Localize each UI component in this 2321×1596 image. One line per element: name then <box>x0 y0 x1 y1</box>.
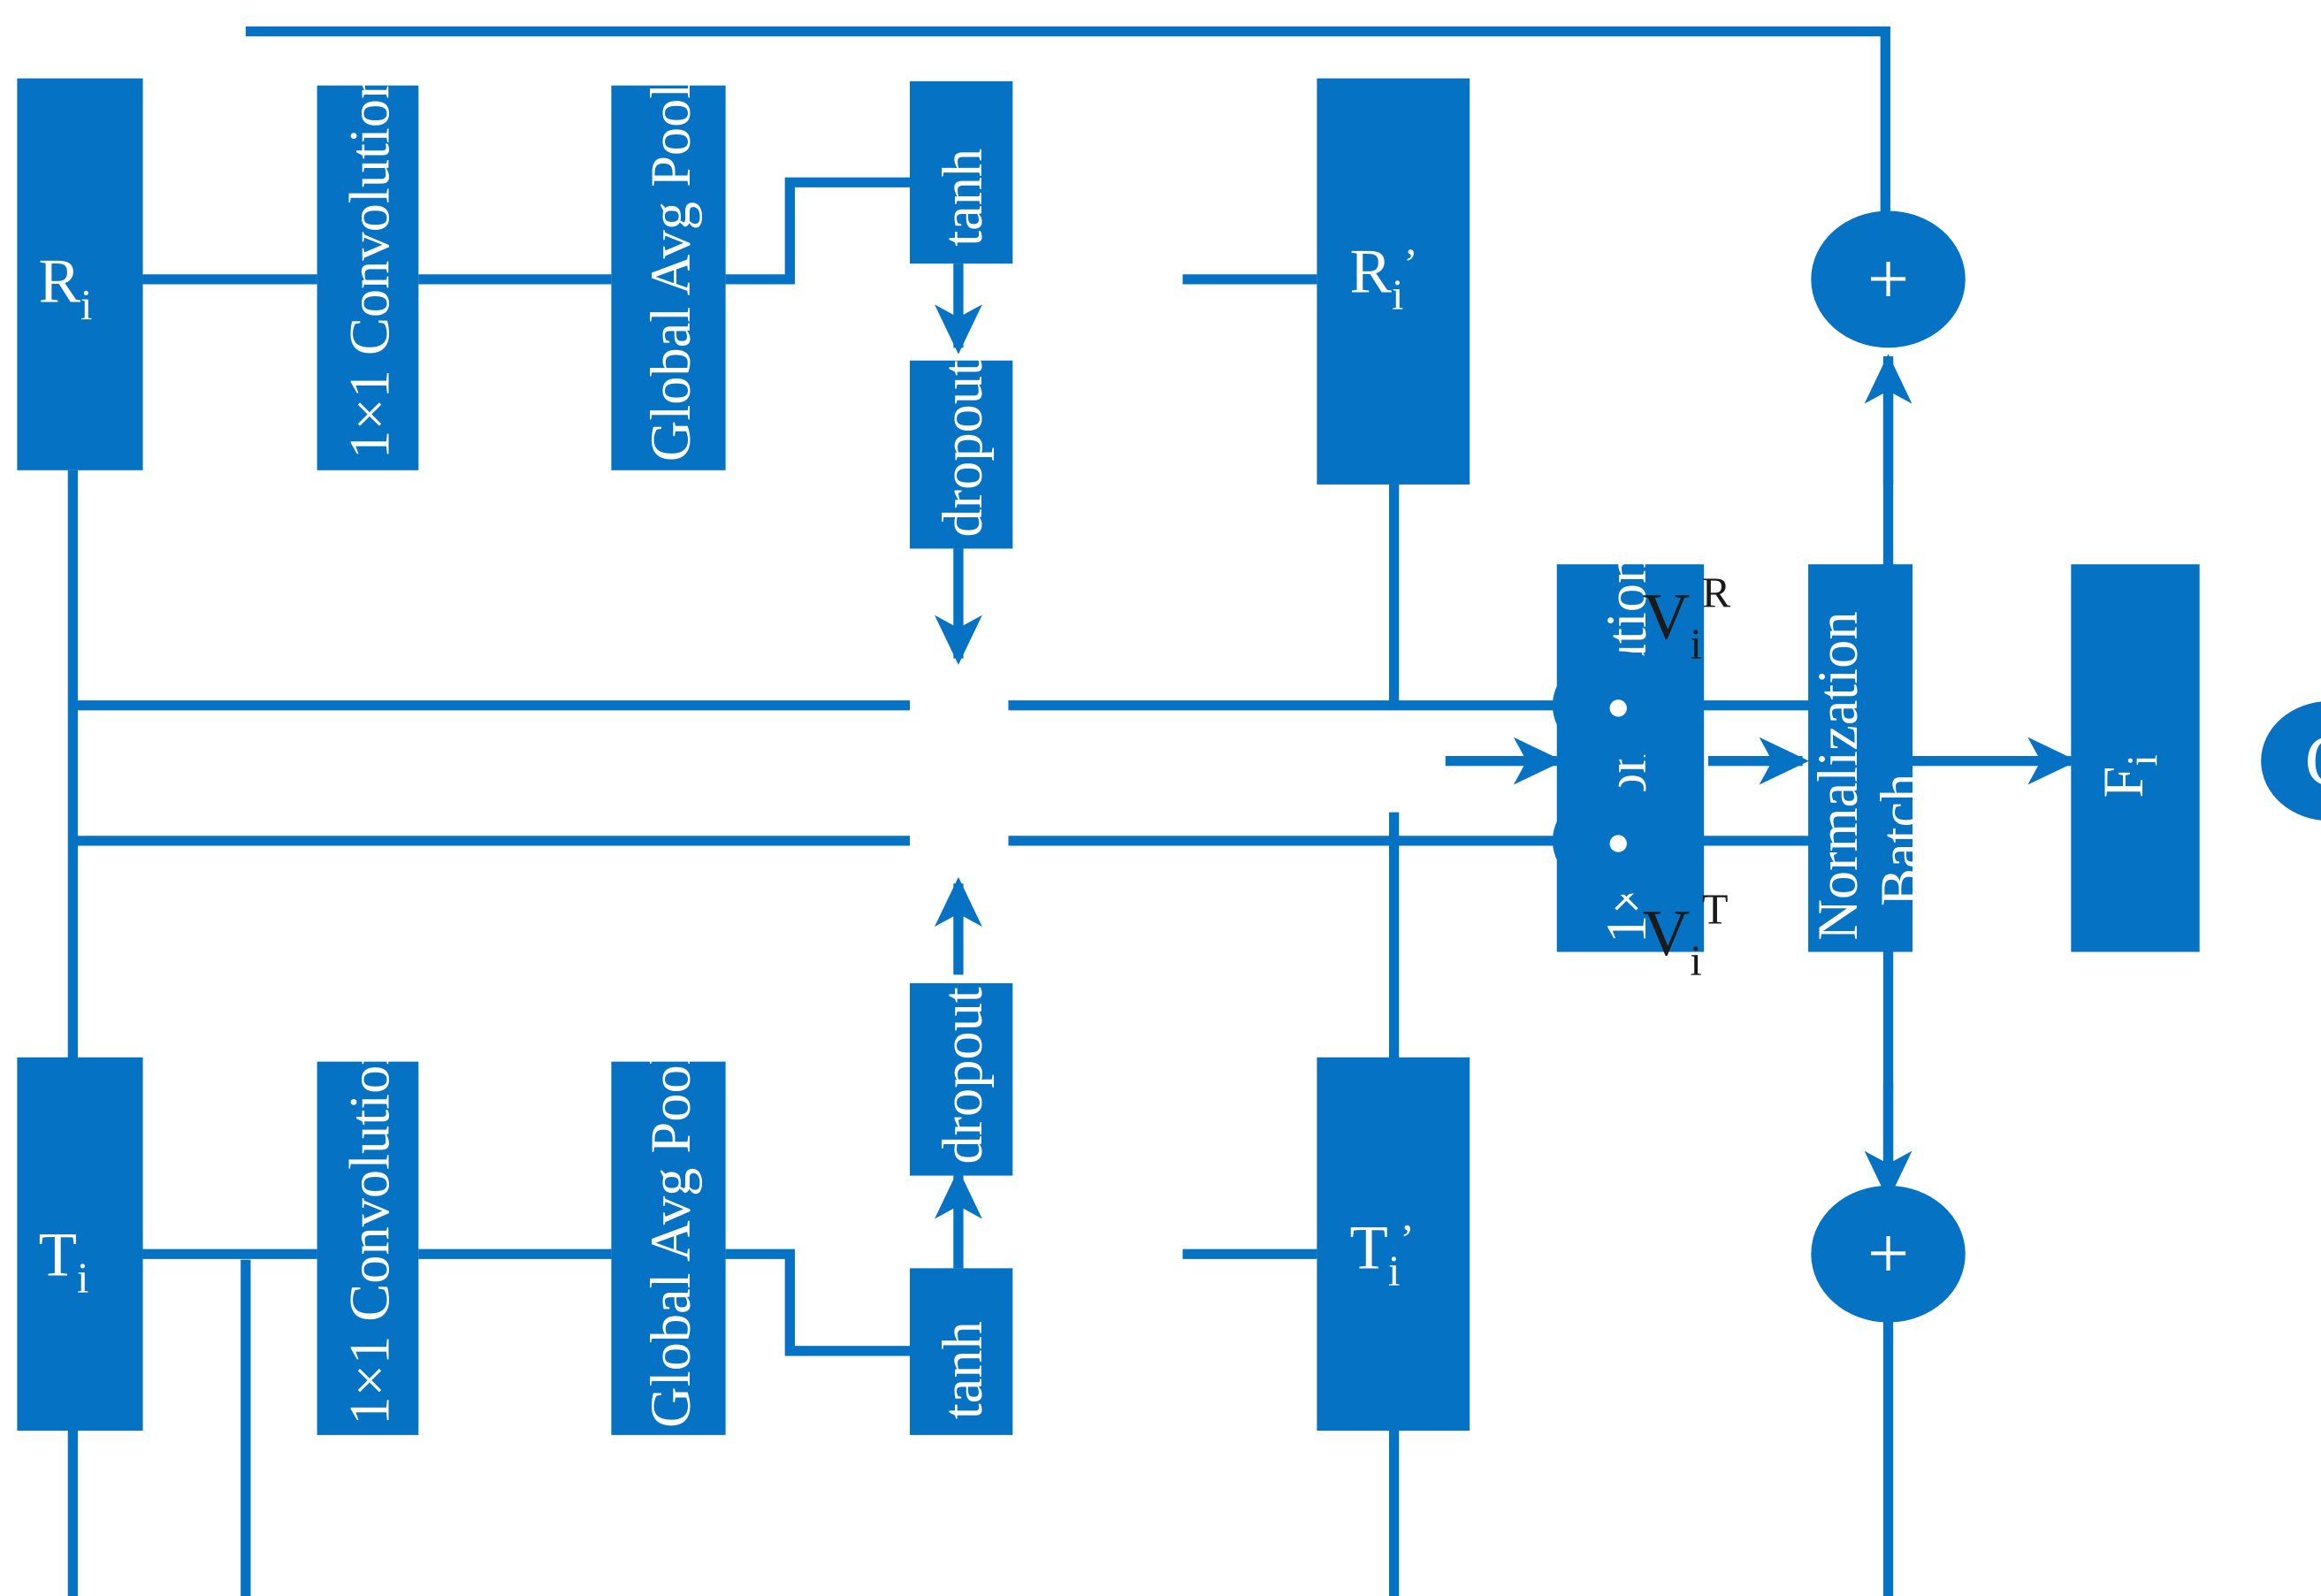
block-tanh-bottom[interactable] <box>910 1268 1013 1435</box>
block-tanh-top-label: tanh <box>930 149 994 247</box>
edge-label-layer: ViR ViT <box>1643 570 1731 985</box>
block-input-ri[interactable] <box>17 78 143 470</box>
wire-skip-top <box>245 26 1890 279</box>
block-output-f-label: Fi <box>2091 754 2166 798</box>
operator-layer: + + C <box>1552 210 2321 1323</box>
block-output-f[interactable] <box>2071 564 2200 952</box>
block-conv-top[interactable] <box>317 85 419 470</box>
operator-add-bottom-glyph: + <box>1867 1213 1909 1295</box>
block-batchnorm-line2: Batch <box>1868 774 1932 906</box>
block-tanh-top[interactable] <box>910 80 1013 264</box>
wire-layer <box>67 26 2078 1596</box>
operator-concat[interactable] <box>2261 701 2321 821</box>
wire-skip-bottom <box>240 1259 251 1596</box>
operator-add-bottom[interactable] <box>1811 1185 1966 1323</box>
block-conv-top-label: 1×1 Convolution <box>337 71 401 459</box>
block-gap-top-label: Global Avg Pool <box>638 83 702 462</box>
block-input-ri-label: Ri <box>39 248 93 329</box>
block-dropout-top[interactable] <box>910 360 1013 549</box>
operator-mul-bottom-dot <box>1609 835 1627 852</box>
block-input-ti-label: Ti <box>39 1220 89 1302</box>
block-layer: Ri 1×1 Convolution Global Avg Pool tanh … <box>17 71 2200 1435</box>
block-batchnorm-line1: Normalization <box>1806 611 1869 940</box>
block-conv-bottom[interactable] <box>317 1061 419 1435</box>
block-conv-bottom-label: 1×1 Convolution <box>337 1036 401 1424</box>
operator-add-top[interactable] <box>1811 210 1966 348</box>
edge-label-v-r: ViR <box>1643 570 1731 668</box>
block-output-ri-prime[interactable] <box>1317 78 1470 485</box>
block-output-ti-prime-label: Ti’ <box>1350 1213 1415 1294</box>
wire-gap-to-tanh-bottom <box>725 1249 910 1356</box>
operator-mul-top-dot <box>1609 699 1627 717</box>
block-gap-top[interactable] <box>611 85 726 470</box>
block-gap-bottom[interactable] <box>611 1061 726 1435</box>
block-batchnorm[interactable] <box>1808 564 1913 952</box>
block-dropout-bottom-label: dropout <box>930 987 994 1165</box>
operator-concat-glyph: C <box>2305 720 2321 802</box>
block-gap-bottom-label: Global Avg Pool <box>638 1049 702 1427</box>
wire-gap-to-tanh-top <box>725 177 910 285</box>
block-dropout-top-label: dropout <box>930 360 994 538</box>
block-dropout-bottom[interactable] <box>910 983 1013 1176</box>
operator-add-top-glyph: + <box>1867 238 1909 320</box>
block-input-ti[interactable] <box>17 1057 143 1432</box>
block-output-ti-prime[interactable] <box>1317 1057 1470 1432</box>
block-tanh-bottom-label: tanh <box>930 1321 994 1419</box>
block-output-ri-prime-label: Ri’ <box>1350 237 1418 318</box>
edge-label-v-t: ViT <box>1643 886 1729 984</box>
